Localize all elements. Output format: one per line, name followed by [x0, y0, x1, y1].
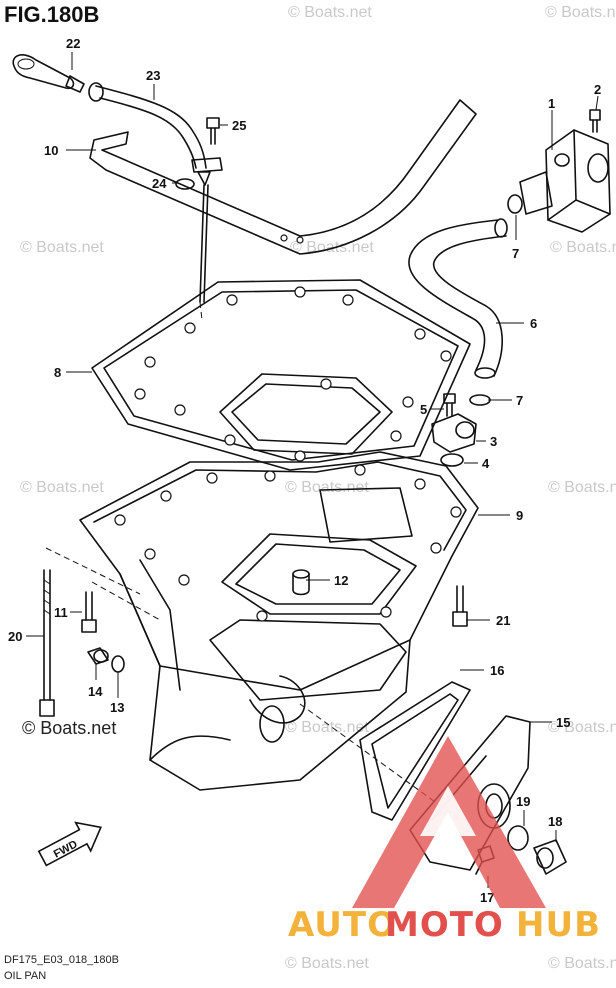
brand-part-moto: MOTO: [385, 905, 504, 945]
bolt-11: [81, 591, 97, 633]
callout-22: 22: [66, 36, 80, 51]
oil-pipe-housing: [519, 129, 611, 233]
callout-8: 8: [54, 365, 61, 380]
callout-19: 19: [516, 794, 530, 809]
o-ring-4: [440, 453, 464, 467]
watermark: © Boats.net: [288, 4, 372, 21]
callout-23: 23: [146, 68, 160, 83]
callout-14: 14: [88, 684, 103, 699]
watermark: © Boats.net: [285, 479, 369, 496]
watermark: © Boats.net: [20, 239, 104, 256]
brand-part-auto: AUTO: [288, 905, 397, 945]
assembly-lines: [45, 301, 461, 821]
figure-title: FIG.180B: [4, 2, 99, 27]
side-cover-gasket: [359, 681, 471, 821]
o-ring-7-upper: [507, 194, 523, 214]
callout-15: 15: [556, 715, 570, 730]
o-ring-7-lower: [469, 394, 491, 406]
bolt-2: [589, 109, 601, 133]
callout-2: 2: [594, 82, 601, 97]
callout-3: 3: [490, 434, 497, 449]
watermark: © Boats.net: [548, 479, 616, 496]
watermark: © Boats.net: [550, 239, 616, 256]
callout-13: 13: [110, 700, 124, 715]
bolt-25: [206, 117, 220, 145]
strainer-connector: [431, 413, 477, 453]
bolt-21: [452, 585, 468, 627]
watermark: © Boats.net: [545, 4, 616, 21]
drain-bolt-14: [87, 647, 109, 665]
gasket-13: [111, 655, 125, 673]
callout-21: 21: [496, 613, 510, 628]
callout-25: 25: [232, 118, 246, 133]
gasket-8: [91, 279, 471, 471]
callout-12: 12: [334, 573, 348, 588]
watermark: © Boats.net: [285, 719, 369, 736]
plug-18: [533, 839, 567, 875]
dipstick-guide: [95, 85, 223, 303]
callout-4: 4: [482, 456, 490, 471]
callout-9: 9: [516, 508, 523, 523]
callout-labels: 22 23 25 10 24 1 2 7 6 8 7 5 3 4 9 12 11…: [8, 36, 601, 905]
bolt-5: [443, 393, 456, 417]
watermark-group: © Boats.net © Boats.net © Boats.net © Bo…: [20, 4, 616, 972]
watermark-dark: © Boats.net: [22, 718, 116, 738]
callout-7-lower: 7: [516, 393, 523, 408]
figure-code: DF175_E03_018_180B: [4, 954, 119, 966]
watermark: © Boats.net: [548, 719, 616, 736]
callout-24: 24: [152, 176, 167, 191]
pan-bolt-holes: [114, 464, 462, 622]
callout-7-upper: 7: [512, 246, 519, 261]
callout-17: 17: [480, 890, 494, 905]
fwd-arrow-icon: FWD: [37, 821, 102, 867]
dowel-pin-12: [292, 569, 310, 596]
gasket-bolt-holes: [134, 286, 452, 462]
callout-20: 20: [8, 629, 22, 644]
o-ring-19: [507, 825, 529, 851]
watermark: © Boats.net: [20, 479, 104, 496]
watermark: © Boats.net: [548, 955, 616, 972]
oil-pan-body: [79, 451, 479, 791]
figure-caption: OIL PAN: [4, 970, 46, 982]
callout-16: 16: [490, 663, 504, 678]
callout-18: 18: [548, 814, 562, 829]
watermark: © Boats.net: [290, 239, 374, 256]
callout-5: 5: [420, 402, 427, 417]
callout-6: 6: [530, 316, 537, 331]
oil-pan-bracket: [89, 99, 477, 255]
callout-11: 11: [54, 605, 68, 620]
callout-1: 1: [548, 96, 555, 111]
long-bolt-20: [39, 569, 55, 717]
leader-lines: [26, 52, 599, 888]
watermark: © Boats.net: [285, 955, 369, 972]
o-ring-24: [175, 178, 195, 190]
brand-logo: AUTO MOTO HUB: [288, 736, 601, 945]
oil-hose: [408, 218, 508, 379]
callout-10: 10: [44, 143, 58, 158]
brand-part-hub: HUB: [516, 905, 601, 945]
dipstick-handle: [12, 54, 104, 102]
